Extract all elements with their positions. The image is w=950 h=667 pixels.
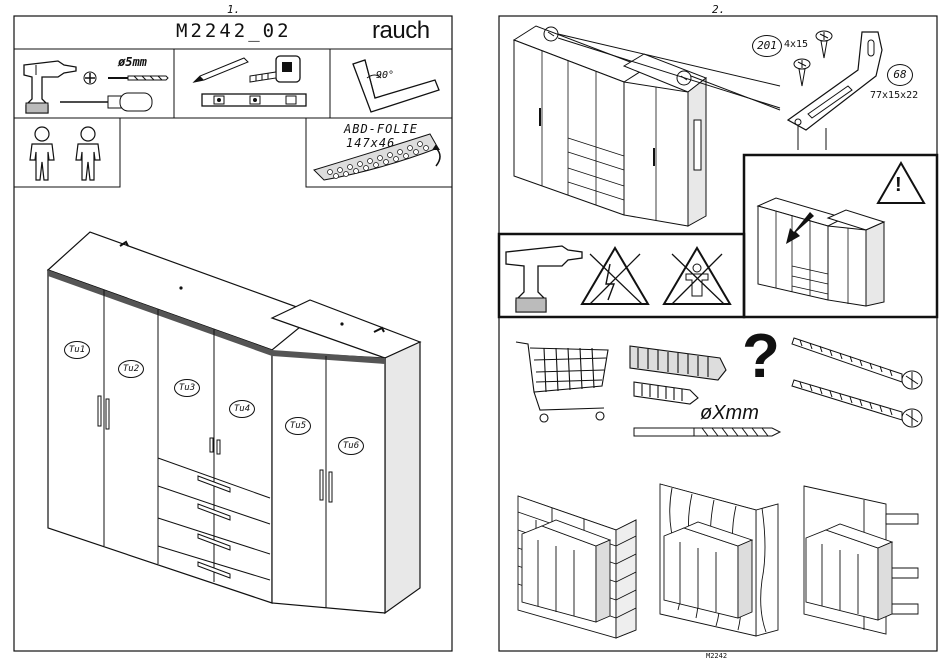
angle-bracket-icon bbox=[778, 30, 888, 140]
stud-wall-installation bbox=[798, 484, 928, 634]
wardrobe-tipping-illustration bbox=[756, 196, 916, 306]
footer-code: M2242 bbox=[706, 652, 727, 660]
no-electric-cable-icon bbox=[580, 244, 650, 308]
question-mark: ? bbox=[742, 326, 780, 388]
drill-warning-icon bbox=[502, 238, 582, 314]
masonry-drill-bit-icon bbox=[632, 424, 782, 440]
bracket-size: 77x15x22 bbox=[870, 90, 918, 101]
no-water-pipe-icon bbox=[662, 244, 732, 308]
brick-wall-installation bbox=[512, 490, 642, 640]
wood-wall-installation bbox=[656, 480, 786, 630]
bracket-part-number: 68 bbox=[887, 64, 913, 86]
dowel-diameter: øXmm bbox=[700, 402, 759, 425]
long-screws-icon bbox=[790, 330, 930, 430]
warning-mark: ! bbox=[895, 174, 902, 197]
wardrobe-top-fixing-illustration bbox=[510, 20, 730, 220]
shopping-cart-icon bbox=[514, 336, 614, 426]
